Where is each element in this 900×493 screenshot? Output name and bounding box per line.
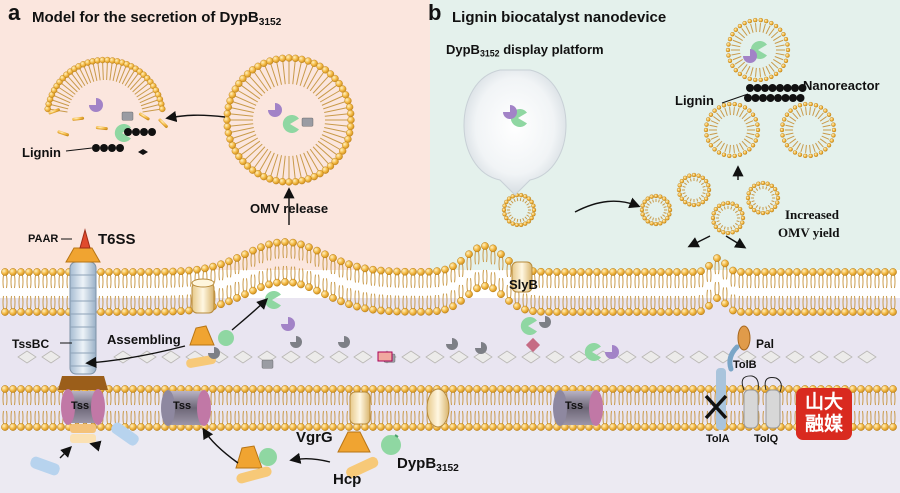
- vesicle-layer: [44, 17, 837, 236]
- label-leaders: [60, 93, 749, 344]
- tola-label: TolA: [706, 433, 730, 445]
- slyb-label: SlyB: [509, 277, 538, 292]
- nanoreactor-label: Nanoreactor: [803, 78, 880, 93]
- assembling-label: Assembling: [107, 332, 181, 347]
- secretion-cargo: [235, 445, 277, 484]
- hcp-label: Hcp: [333, 471, 362, 488]
- watermark-logo: 山大融媒: [796, 388, 852, 440]
- dypb-label: DypB3152: [397, 455, 459, 475]
- tolb-label: TolB: [733, 359, 757, 371]
- peptidoglycan-layer: [17, 350, 877, 364]
- inner-membrane-pore: [349, 388, 450, 428]
- display-platform-label: DypB3152 display platform: [446, 42, 604, 59]
- tssbc-label: TssBC: [12, 337, 50, 351]
- dypb-enzyme: [381, 434, 401, 455]
- outer-membrane-pore: [191, 278, 215, 314]
- lignin-chains: [92, 84, 807, 155]
- panel-a-letter: a: [8, 0, 21, 25]
- tss-label-3: Tss: [565, 400, 584, 412]
- panel-a-background: [0, 0, 430, 270]
- tol-pal-system: [704, 325, 782, 430]
- process-arrows: [59, 111, 747, 464]
- vgrg-protein: [337, 431, 371, 453]
- tss-complex: [161, 390, 211, 426]
- tolq-label: TolQ: [754, 433, 779, 445]
- panel-a-title: Model for the secretion of DypB3152: [32, 9, 282, 29]
- vgrg-label: VgrG: [296, 429, 333, 446]
- pal-label: Pal: [756, 337, 775, 351]
- cytoplasm-background: [0, 422, 900, 493]
- sheath-fragments: [30, 422, 139, 476]
- panel-b-title: Lignin biocatalyst nanodevice: [452, 9, 667, 26]
- panel-b-letter: b: [428, 0, 442, 25]
- periplasmic-cargo: [89, 40, 767, 369]
- assembling-complex: [186, 325, 234, 368]
- increased-label: Increased: [785, 207, 839, 222]
- omv-release-label: OMV release: [250, 201, 329, 216]
- lignin-label-a: Lignin: [22, 145, 61, 160]
- omv-yield-label: OMV yield: [778, 225, 840, 240]
- tss-label-2: Tss: [173, 400, 192, 412]
- t6ss-label: T6SS: [98, 231, 136, 248]
- tss-complex: [553, 390, 603, 426]
- display-platform-bubble: [463, 69, 567, 196]
- hcp-protein: [346, 456, 379, 478]
- lignin-label-b: Lignin: [675, 93, 714, 108]
- slyb-protein: [511, 261, 533, 293]
- tss-label-1: Tss: [71, 400, 90, 412]
- paar-label: PAAR: [28, 233, 59, 245]
